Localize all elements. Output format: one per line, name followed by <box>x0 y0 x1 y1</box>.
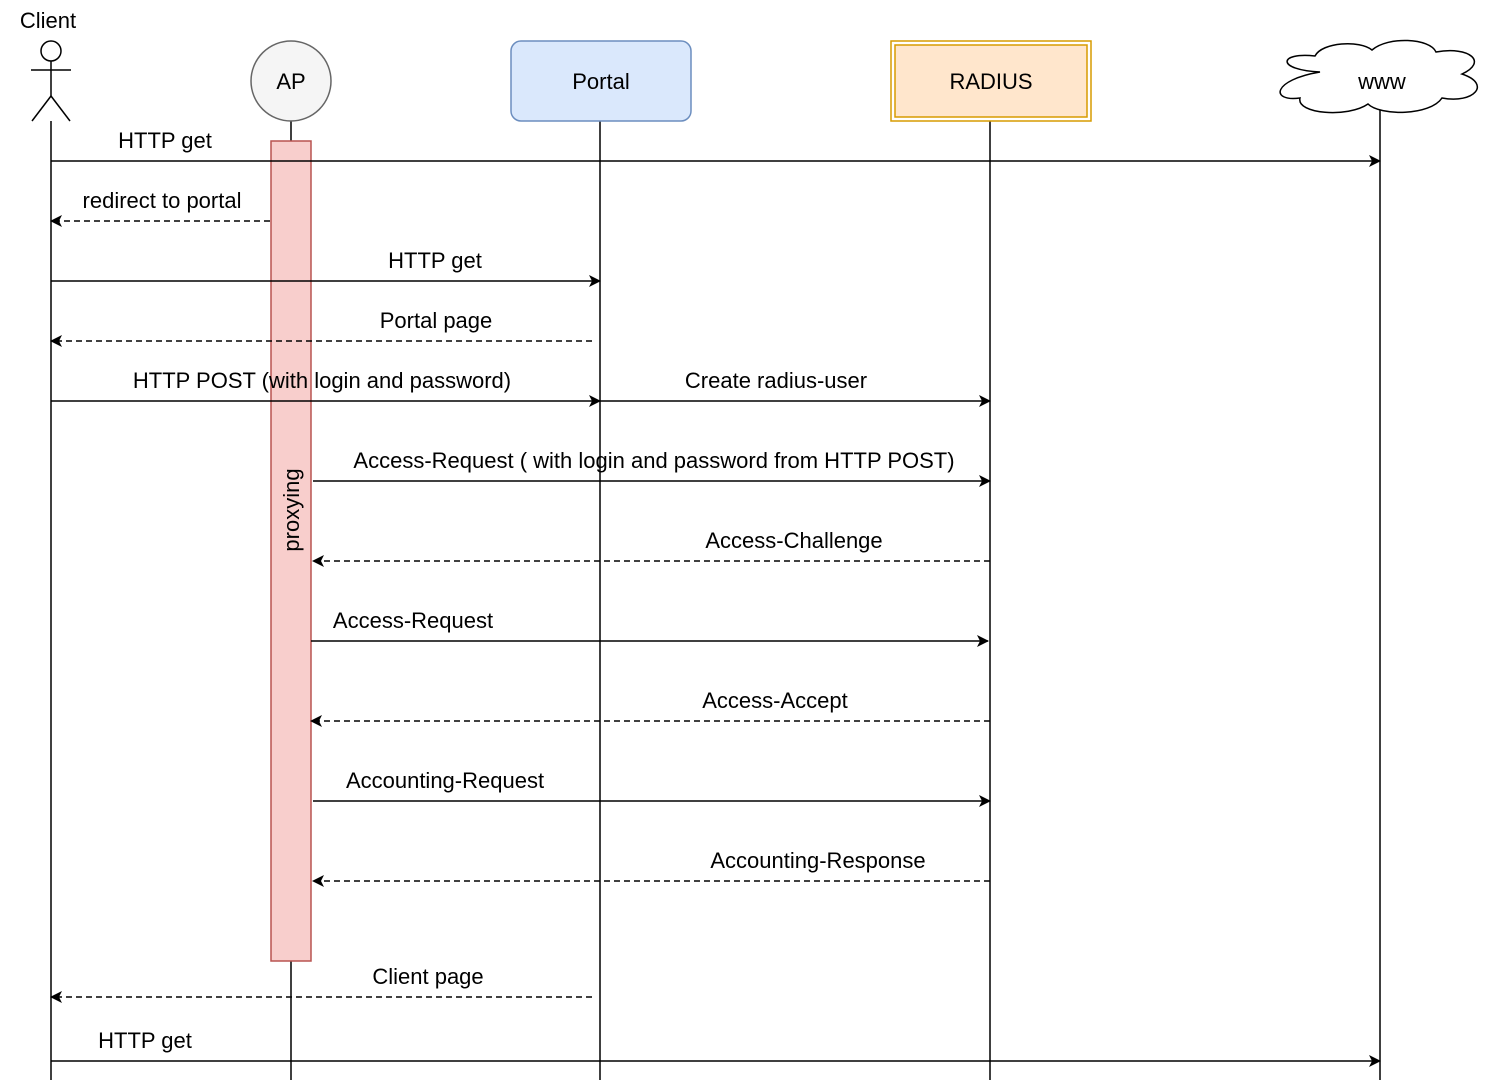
message-6: Create radius-user <box>600 368 991 407</box>
message-label: Portal page <box>380 308 493 333</box>
message-13: Client page <box>50 964 592 1003</box>
message-1: HTTP get <box>51 128 1381 167</box>
message-label: Access-Accept <box>702 688 848 713</box>
ap-label: AP <box>276 69 305 94</box>
message-label: Access-Challenge <box>705 528 882 553</box>
activation-label: proxying <box>279 468 304 551</box>
radius-participant: RADIUS <box>890 40 1092 122</box>
message-label: Access-Request ( with login and password… <box>353 448 954 473</box>
message-label: Access-Request <box>333 608 493 633</box>
actor-icon <box>31 40 71 122</box>
radius-label: RADIUS <box>949 69 1032 94</box>
message-label: redirect to portal <box>83 188 242 213</box>
ap-participant: AP <box>250 40 332 122</box>
message-3: HTTP get <box>51 248 601 287</box>
message-label: Create radius-user <box>685 368 867 393</box>
message-label: Accounting-Request <box>346 768 544 793</box>
message-label: Client page <box>372 964 483 989</box>
message-8: Access-Challenge <box>312 528 990 567</box>
message-7: Access-Request ( with login and password… <box>313 448 991 487</box>
portal-label: Portal <box>572 69 629 94</box>
message-5: HTTP POST (with login and password) <box>51 368 601 407</box>
cloud-icon <box>1279 39 1478 114</box>
message-label: Accounting-Response <box>710 848 925 873</box>
message-label: HTTP POST (with login and password) <box>133 368 511 393</box>
www-cloud: www <box>1279 39 1478 114</box>
message-12: Accounting-Response <box>312 848 990 887</box>
ap-activation-bar: proxying <box>270 140 312 962</box>
client-label: Client <box>20 8 76 33</box>
message-14: HTTP get <box>51 1028 1381 1067</box>
portal-participant: Portal <box>510 40 692 122</box>
message-11: Accounting-Request <box>313 768 991 807</box>
message-label: HTTP get <box>388 248 482 273</box>
client-actor: Client <box>20 8 76 122</box>
www-label: www <box>1357 69 1406 94</box>
message-label: HTTP get <box>98 1028 192 1053</box>
message-2: redirect to portal <box>50 188 270 227</box>
message-9: Access-Request <box>311 608 989 647</box>
message-10: Access-Accept <box>310 688 990 727</box>
message-4: Portal page <box>50 308 592 347</box>
message-label: HTTP get <box>118 128 212 153</box>
